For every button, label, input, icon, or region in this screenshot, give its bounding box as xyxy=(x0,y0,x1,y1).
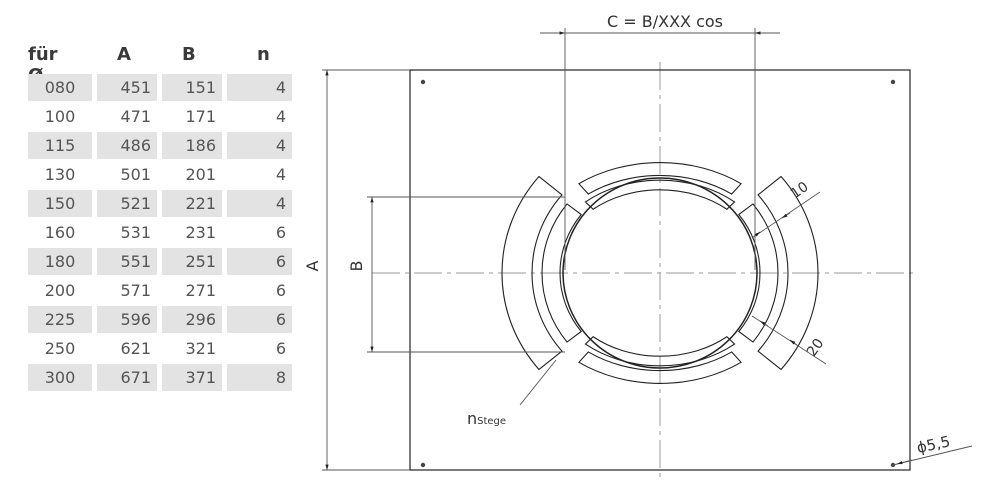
center-lines xyxy=(372,62,918,478)
slot xyxy=(757,175,819,371)
table-cell: 8 xyxy=(227,364,292,391)
table-cell: 621 xyxy=(120,339,151,358)
table-cell: 4 xyxy=(275,165,286,184)
table-cell: 6 xyxy=(275,281,286,300)
table-cell: 596 xyxy=(97,306,157,333)
table-cell: 4 xyxy=(275,107,286,126)
slot xyxy=(584,179,736,210)
slot xyxy=(578,162,742,195)
table-cell: 225 xyxy=(28,306,92,333)
dim-10-label: 10 xyxy=(788,179,812,202)
table-cell: 115 xyxy=(28,132,92,159)
table-cell: 080 xyxy=(28,74,92,101)
table-cell: 300 xyxy=(28,364,92,391)
table-cell: 4 xyxy=(227,132,292,159)
table-cell: 451 xyxy=(97,74,157,101)
table-cell: 160 xyxy=(44,223,76,242)
hole-diameter-label: ϕ5,5 xyxy=(915,432,952,457)
dim-b-label: B xyxy=(347,261,366,272)
table-cell: 6 xyxy=(275,339,286,358)
slot xyxy=(578,351,742,384)
slot xyxy=(541,203,582,343)
table-cell: 150 xyxy=(28,190,92,217)
table-cell: 251 xyxy=(162,248,222,275)
table-cell: 321 xyxy=(185,339,216,358)
slot xyxy=(584,336,736,367)
table-cell: 571 xyxy=(120,281,151,300)
table-cell: 471 xyxy=(120,107,151,126)
n-stege-label: nStege xyxy=(467,409,506,428)
table-cell: 371 xyxy=(162,364,222,391)
table-cell: 171 xyxy=(185,107,216,126)
table-cell: 521 xyxy=(97,190,157,217)
center-opening xyxy=(562,177,758,369)
base-plate xyxy=(409,69,911,471)
table-cell: 6 xyxy=(227,306,292,333)
table-cell: 501 xyxy=(120,165,151,184)
table-cell: 130 xyxy=(44,165,76,184)
table-cell: 180 xyxy=(28,248,92,275)
table-cell: 296 xyxy=(162,306,222,333)
table-cell: 6 xyxy=(227,248,292,275)
table-cell: 201 xyxy=(185,165,216,184)
slot xyxy=(501,175,563,371)
table-cell: 100 xyxy=(44,107,76,126)
table-cell: 250 xyxy=(44,339,76,358)
table-cell: 551 xyxy=(97,248,157,275)
dim-a-label: A xyxy=(303,260,322,271)
dimension-lines xyxy=(322,28,973,471)
table-cell: 151 xyxy=(162,74,222,101)
ring-slots xyxy=(501,162,819,384)
dim-c-label: C = B/XXX cos xyxy=(607,12,723,31)
table-cell: 671 xyxy=(97,364,157,391)
column-header: B xyxy=(182,44,196,65)
table-cell: 200 xyxy=(44,281,76,300)
column-header: A xyxy=(117,44,131,65)
table-cell: 4 xyxy=(227,190,292,217)
column-header: n xyxy=(257,44,270,65)
table-cell: 186 xyxy=(162,132,222,159)
table-cell: 4 xyxy=(227,74,292,101)
table-cell: 6 xyxy=(275,223,286,242)
table-cell: 486 xyxy=(97,132,157,159)
table-cell: 531 xyxy=(120,223,151,242)
table-cell: 231 xyxy=(185,223,216,242)
dim-20-label: 20 xyxy=(804,336,827,360)
table-cell: 271 xyxy=(185,281,216,300)
table-cell: 221 xyxy=(162,190,222,217)
slot xyxy=(738,203,779,343)
